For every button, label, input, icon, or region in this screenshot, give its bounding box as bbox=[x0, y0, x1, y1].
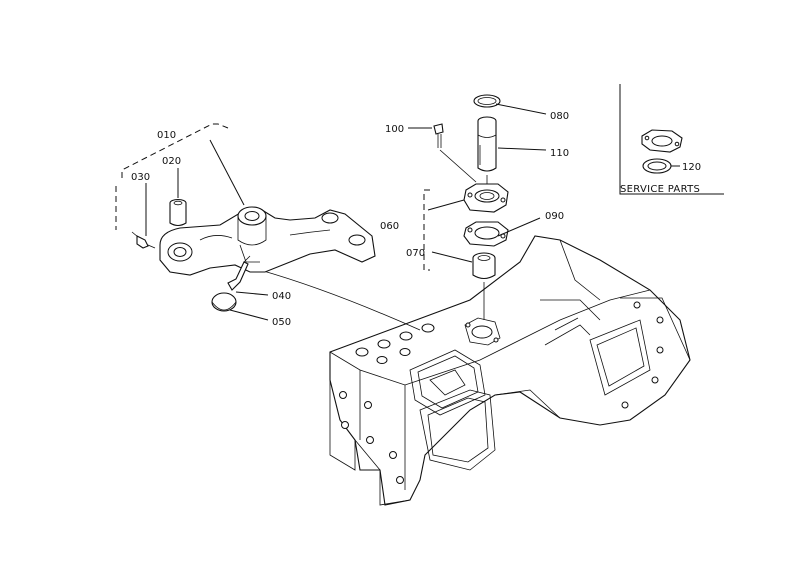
group-bracket-010 bbox=[121, 123, 229, 178]
king-pin-080-110 bbox=[473, 94, 501, 172]
grease-nipple-030 bbox=[131, 231, 156, 249]
bushing-020 bbox=[169, 198, 187, 227]
bolt-leader-100 bbox=[439, 149, 477, 183]
leader-lines bbox=[145, 103, 547, 321]
service-flange-part bbox=[641, 129, 683, 153]
assembly-leader-arm bbox=[259, 269, 421, 331]
callout-050: 050 bbox=[272, 317, 291, 328]
callout-020: 020 bbox=[162, 156, 181, 167]
bushing-070 bbox=[472, 252, 496, 280]
steering-arm bbox=[159, 206, 376, 276]
callout-030: 030 bbox=[131, 172, 150, 183]
group-bracket-060 bbox=[423, 189, 430, 271]
service-parts-label: SERVICE PARTS bbox=[620, 184, 700, 195]
bolt-100 bbox=[433, 123, 444, 148]
flange-cover-060 bbox=[463, 183, 509, 213]
callout-040: 040 bbox=[272, 291, 291, 302]
callout-090: 090 bbox=[545, 211, 564, 222]
cap-050 bbox=[211, 292, 237, 312]
service-oring-part bbox=[642, 158, 672, 174]
transmission-housing bbox=[329, 235, 691, 506]
callout-100: 100 bbox=[385, 124, 404, 135]
callout-110: 110 bbox=[550, 148, 569, 159]
gasket-090 bbox=[463, 221, 509, 247]
callout-120: 120 bbox=[682, 162, 701, 173]
callout-070: 070 bbox=[406, 248, 425, 259]
callout-060: 060 bbox=[380, 221, 399, 232]
callout-080: 080 bbox=[550, 111, 569, 122]
bolt-040 bbox=[227, 255, 251, 291]
callout-010: 010 bbox=[157, 130, 176, 141]
service-parts-box: 120 SERVICE PARTS bbox=[619, 84, 724, 195]
